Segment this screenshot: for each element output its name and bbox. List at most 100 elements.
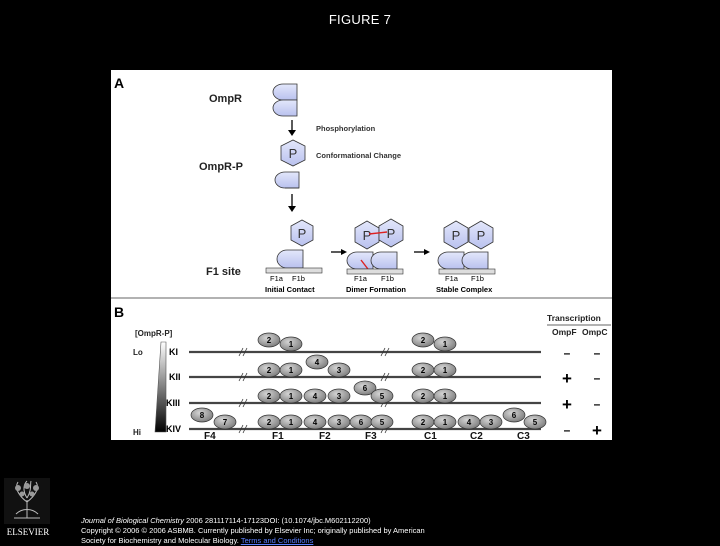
- concentration-wedge: [154, 341, 167, 433]
- kii-ompf-ovals: 4 2 1 3: [257, 354, 351, 378]
- stage2-f1b: F1b: [381, 274, 394, 283]
- svg-text:1: 1: [289, 340, 294, 349]
- svg-text:C3: C3: [517, 431, 530, 440]
- row-kiv: KIV: [166, 424, 541, 434]
- terms-link[interactable]: Terms and Conditions: [240, 536, 314, 545]
- svg-text:1: 1: [443, 366, 448, 375]
- stage3-f1b: F1b: [471, 274, 484, 283]
- svg-text:+: +: [562, 395, 572, 414]
- svg-text:P: P: [477, 228, 486, 243]
- conformational-arrow: [288, 194, 296, 212]
- ompf-transcription-marks: – + + –: [562, 346, 572, 437]
- copyright-line: Copyright © 2006 © 2006 ASBMB. Currently…: [81, 526, 425, 535]
- conformational-change-label: Conformational Change: [316, 151, 401, 160]
- row-kiii: KIII: [166, 398, 541, 408]
- kiv-ompc-ovals: 2 1 4 3 6 5: [411, 407, 547, 430]
- kiii-ompc-ovals: 2 1: [411, 388, 457, 404]
- svg-text:P: P: [363, 228, 372, 243]
- svg-text:2: 2: [421, 418, 426, 427]
- svg-text:P: P: [289, 146, 298, 161]
- svg-text:2: 2: [267, 392, 272, 401]
- svg-text:–: –: [594, 346, 601, 360]
- svg-text:2: 2: [267, 418, 272, 427]
- svg-text:3: 3: [489, 418, 494, 427]
- svg-text:1: 1: [443, 392, 448, 401]
- svg-text:–: –: [594, 397, 601, 411]
- ki-ompc-ovals: 2 1: [411, 332, 457, 352]
- figure-title: FIGURE 7: [328, 12, 392, 27]
- kii-ompc-ovals: 2 1: [411, 362, 457, 378]
- ki-ompf-ovals: 2 1: [257, 332, 303, 352]
- svg-text:6: 6: [363, 384, 368, 393]
- copyright-line-2: Society for Biochemistry and Molecular B…: [81, 536, 239, 545]
- svg-text:KIII: KIII: [166, 398, 180, 408]
- svg-text:F4: F4: [204, 431, 216, 440]
- stage1-f1a: F1a: [270, 274, 284, 283]
- svg-text:3: 3: [337, 418, 342, 427]
- svg-text:KIV: KIV: [166, 424, 181, 434]
- row-kii: KII: [169, 372, 541, 382]
- svg-text:1: 1: [289, 366, 294, 375]
- svg-text:2: 2: [267, 336, 272, 345]
- svg-text:5: 5: [533, 418, 538, 427]
- hi-label: Hi: [133, 428, 141, 437]
- stage1-f1b: F1b: [292, 274, 305, 283]
- ompc-transcription-marks: – – – +: [592, 346, 602, 440]
- svg-text:1: 1: [289, 418, 294, 427]
- stage-arrow-1: [331, 249, 347, 255]
- svg-text:6: 6: [359, 418, 364, 427]
- stage3-label: Stable Complex: [436, 285, 493, 294]
- ompr-p-dna-domain: [274, 171, 300, 189]
- svg-text:+: +: [562, 369, 572, 388]
- svg-text:4: 4: [467, 418, 472, 427]
- svg-text:2: 2: [421, 336, 426, 345]
- svg-text:P: P: [452, 228, 461, 243]
- svg-text:1: 1: [443, 418, 448, 427]
- figure-image: A OmpR OmpR-P F1 site Phosphorylation P …: [111, 70, 612, 440]
- svg-text:4: 4: [313, 392, 318, 401]
- initial-contact-complex: P: [265, 219, 323, 274]
- elsevier-wordmark: ELSEVIER: [6, 527, 50, 537]
- svg-text:1: 1: [443, 340, 448, 349]
- svg-text:–: –: [594, 371, 601, 385]
- stage2-f1a: F1a: [354, 274, 368, 283]
- svg-text:P: P: [387, 226, 396, 241]
- ompr-dna-binding-domain: [272, 99, 298, 117]
- svg-text:P: P: [298, 226, 307, 241]
- panel-a-letter: A: [114, 75, 124, 91]
- svg-text:2: 2: [421, 366, 426, 375]
- phospho-hexagon: P: [280, 139, 306, 167]
- svg-text:2: 2: [421, 392, 426, 401]
- elsevier-logo: [4, 478, 50, 536]
- svg-text:4: 4: [313, 418, 318, 427]
- ompr-receiver-domain: [272, 83, 298, 101]
- dimer-formation-complex: P P: [346, 218, 404, 275]
- svg-text:C2: C2: [470, 431, 483, 440]
- citation-details: 2006 281117114-17123DOI: (10.1074/jbc.M6…: [183, 516, 371, 525]
- svg-text:+: +: [592, 421, 602, 440]
- stage3-f1a: F1a: [445, 274, 459, 283]
- ompr-label: OmpR: [209, 93, 242, 105]
- row-ki: KI: [169, 347, 541, 357]
- lo-label: Lo: [133, 348, 143, 357]
- journal-name: Journal of Biological Chemistry: [81, 516, 184, 525]
- transcription-label: Transcription: [547, 313, 601, 323]
- svg-text:3: 3: [337, 392, 342, 401]
- stage1-label: Initial Contact: [265, 285, 315, 294]
- svg-text:2: 2: [267, 366, 272, 375]
- stage2-label: Dimer Formation: [346, 285, 406, 294]
- ompf-label: OmpF: [552, 327, 577, 337]
- stable-complex: P P: [437, 220, 496, 275]
- svg-text:1: 1: [289, 392, 294, 401]
- f1-site-label: F1 site: [206, 266, 241, 278]
- svg-text:F2: F2: [319, 431, 331, 440]
- stage-arrow-2: [414, 249, 430, 255]
- svg-text:5: 5: [380, 392, 385, 401]
- panel-b-letter: B: [114, 304, 124, 320]
- ompr-p-label: OmpR-P: [199, 161, 243, 173]
- svg-text:–: –: [564, 346, 571, 360]
- svg-text:4: 4: [315, 358, 320, 367]
- svg-text:KI: KI: [169, 347, 178, 357]
- kiv-ompf-ovals: 8 7 2 1 4 3 6 5: [190, 407, 394, 430]
- svg-text:5: 5: [380, 418, 385, 427]
